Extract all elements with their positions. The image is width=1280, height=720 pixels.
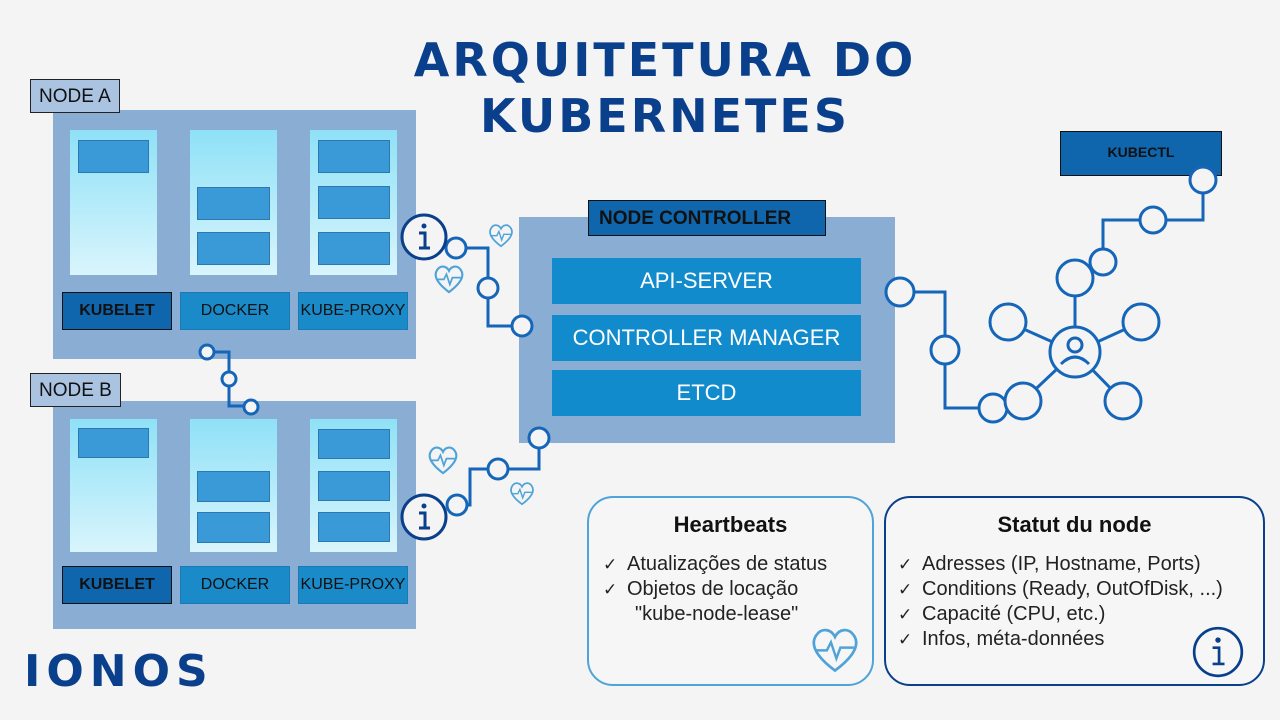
network-node — [1188, 165, 1218, 195]
network-node — [1138, 205, 1168, 235]
link-node — [510, 314, 534, 338]
node-b-kubelet: KUBELET — [62, 566, 172, 604]
ionos-logo: IONOS — [24, 646, 214, 697]
node-b-pod-block — [197, 471, 270, 502]
controller-manager-row: CONTROLLER MANAGER — [552, 315, 861, 361]
heart-pulse-icon — [812, 628, 858, 673]
link-node — [444, 236, 468, 260]
network-node — [929, 334, 961, 366]
node-controller-tab: NODE CONTROLLER — [588, 200, 826, 236]
network-node — [1003, 381, 1043, 421]
list-item: Atualizações de status — [599, 552, 872, 577]
statut-list: Adresses (IP, Hostname, Ports) Condition… — [894, 552, 1263, 652]
heart-pulse-icon — [510, 482, 534, 506]
node-b-pod-block — [318, 429, 390, 459]
list-item: Adresses (IP, Hostname, Ports) — [894, 552, 1263, 577]
heart-pulse-icon — [434, 265, 464, 294]
node-a-pod-block — [78, 140, 149, 173]
link-node — [242, 398, 260, 416]
heart-pulse-icon — [428, 446, 458, 475]
network-node — [1088, 247, 1118, 277]
user-icon — [1059, 336, 1091, 366]
list-item: Capacité (CPU, etc.) — [894, 602, 1263, 627]
node-b-pod-block — [318, 471, 390, 501]
link-node — [445, 493, 469, 517]
node-a-pod-block — [318, 186, 390, 219]
list-item: Conditions (Ready, OutOfDisk, ...) — [894, 577, 1263, 602]
node-a-kubelet: KUBELET — [62, 292, 172, 330]
heartbeats-card: Heartbeats Atualizações de status Objeto… — [587, 496, 874, 686]
node-b-kube-proxy: KUBE-PROXY — [298, 566, 408, 604]
network-node — [1121, 302, 1161, 342]
list-item: Objetos de locação — [599, 577, 872, 602]
statut-title: Statut du node — [997, 512, 1152, 537]
link-node — [476, 276, 500, 300]
node-b-docker: DOCKER — [180, 566, 290, 604]
page-title: ARQUITETURA DO KUBERNETES — [330, 32, 1000, 144]
network-node — [1055, 258, 1095, 298]
info-icon — [1192, 626, 1244, 678]
statut-card: Statut du node Adresses (IP, Hostname, P… — [884, 496, 1265, 686]
link-node — [486, 457, 510, 481]
node-b-pod-block — [197, 512, 270, 543]
network-node — [1103, 381, 1143, 421]
node-a-tab: NODE A — [30, 79, 120, 113]
network-node — [988, 302, 1028, 342]
info-icon — [400, 493, 448, 541]
link-node — [198, 343, 216, 361]
list-item: Infos, méta-données — [894, 627, 1263, 652]
node-a-pod-block — [197, 187, 270, 220]
title-line-1: ARQUITETURA DO — [413, 33, 917, 87]
node-b-tab: NODE B — [30, 373, 121, 407]
etcd-row: ETCD — [552, 370, 861, 416]
link-node — [527, 426, 551, 450]
heartbeats-lease-name: "kube-node-lease" — [635, 603, 799, 625]
network-node — [884, 276, 916, 308]
node-a-pod-block — [318, 232, 390, 265]
node-a-docker: DOCKER — [180, 292, 290, 330]
heartbeats-list: Atualizações de status Objetos de locaçã… — [599, 552, 872, 602]
node-a-kube-proxy: KUBE-PROXY — [298, 292, 408, 330]
node-b-pod-block — [318, 512, 390, 542]
node-b-pod-block — [78, 428, 149, 458]
heartbeats-title: Heartbeats — [673, 512, 788, 537]
title-line-2: KUBERNETES — [480, 89, 850, 143]
node-a-pod-block — [318, 140, 390, 173]
info-icon — [400, 213, 448, 261]
node-a-pod-block — [197, 232, 270, 265]
heart-pulse-icon — [489, 224, 513, 248]
api-server-row: API-SERVER — [552, 258, 861, 304]
network-node — [977, 392, 1009, 424]
link-node — [220, 370, 238, 388]
